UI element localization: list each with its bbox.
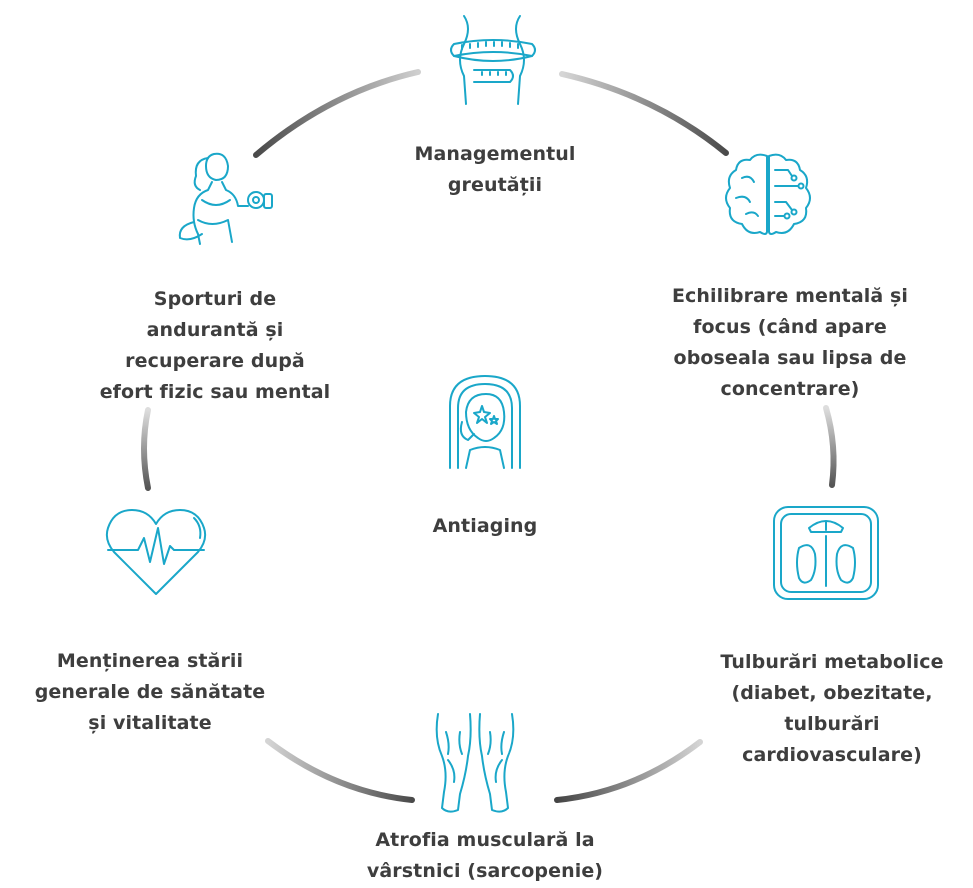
line: oboseala sau lipsa de [673, 347, 907, 369]
item-label-weight-management: Managementul greutății [345, 139, 645, 201]
item-label-endurance-sports: Sporturi de andurantă și recuperare după… [65, 284, 365, 408]
item-label-sarcopenia: Atrofia musculară la vârstnici (sarcopen… [335, 825, 635, 887]
line: greutății [447, 174, 543, 196]
line: Menținerea stării [56, 650, 244, 672]
line: efort fizic sau mental [99, 381, 331, 403]
ring-segment-right [823, 405, 837, 488]
item-label-metabolic-disorders: Tulburări metabolice (diabet, obezitate,… [694, 647, 970, 771]
line: vârstnici (sarcopenie) [366, 860, 604, 882]
line: focus (când apare [693, 316, 887, 338]
line: (diabet, obezitate, [731, 682, 933, 704]
ring-segment-bottom-left [265, 738, 415, 803]
waist-measuring-tape-icon [438, 14, 548, 106]
ring-segment-left [141, 407, 151, 491]
bathroom-scale-icon [771, 504, 881, 602]
brain-circuit-icon [720, 150, 816, 238]
mirror-face-icon [444, 372, 526, 470]
line: andurantă și [146, 319, 284, 341]
woman-dumbbell-icon [172, 150, 278, 246]
line: Echilibrare mentală și [671, 285, 909, 307]
ring-segment-top-left [253, 69, 421, 158]
line: Sporturi de [153, 288, 277, 310]
line: tulburări [784, 713, 880, 735]
line: Managementul [414, 143, 576, 165]
ring-segment-bottom-right [554, 739, 703, 803]
line: recuperare după [125, 350, 305, 372]
legs-muscles-icon [430, 712, 520, 816]
line: Tulburări metabolice [720, 651, 944, 673]
item-label-mental-balance: Echilibrare mentală și focus (când apare… [640, 281, 940, 405]
line: și vitalitate [88, 712, 212, 734]
heart-pulse-icon [104, 506, 208, 598]
line: Atrofia musculară la [375, 829, 595, 851]
line: cardiovasculare) [742, 744, 922, 766]
center-label: Antiaging [432, 515, 538, 537]
item-label-general-health: Menținerea stării generale de sănătate ș… [5, 646, 295, 739]
line: generale de sănătate [34, 681, 266, 703]
line: concentrare) [720, 378, 860, 400]
ring-segment-top-right [559, 71, 729, 156]
